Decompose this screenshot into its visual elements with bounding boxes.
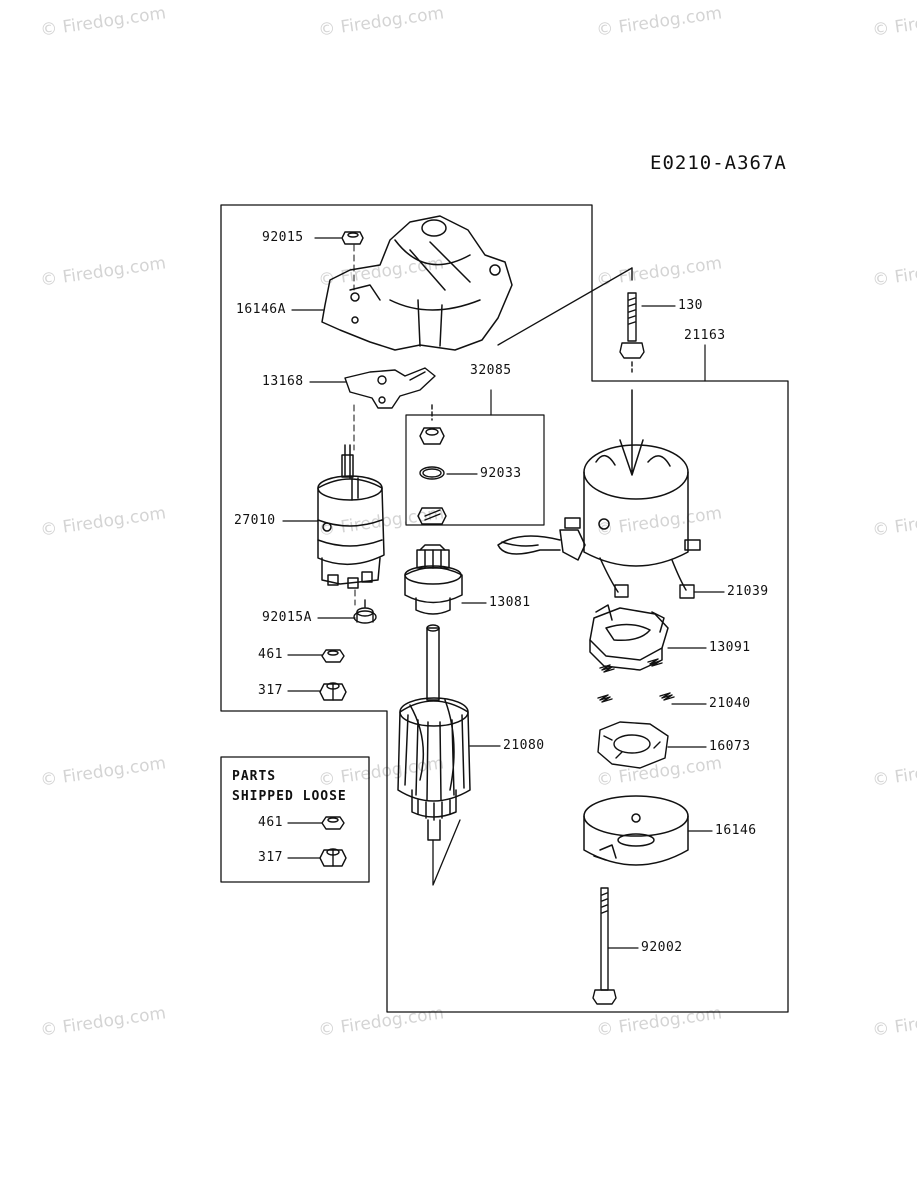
front-housing [321, 215, 513, 351]
part-label-92002: 92002 [641, 940, 683, 955]
part-label-21040: 21040 [709, 696, 751, 711]
spring-21040 [597, 658, 675, 703]
loose-parts-title-line1: PARTS [232, 769, 277, 784]
pinion-13081 [404, 544, 463, 615]
part-label-16146A: 16146A [236, 302, 286, 317]
diagram-code: E0210-A367A [650, 152, 787, 174]
loose-label-461: 461 [258, 815, 283, 830]
part-label-461: 461 [258, 647, 283, 662]
loose-label-317: 317 [258, 850, 283, 865]
kit-parts-32085 [417, 404, 447, 525]
bolt-92002 [592, 887, 617, 1005]
loose-parts-box [220, 756, 370, 883]
part-label-13081: 13081 [489, 595, 531, 610]
part-label-16073: 16073 [709, 739, 751, 754]
bolt-130 [619, 292, 645, 359]
plate-16073 [597, 721, 669, 769]
part-label-92015: 92015 [262, 230, 304, 245]
part-label-13091: 13091 [709, 640, 751, 655]
part-label-16146: 16146 [715, 823, 757, 838]
part-label-27010: 27010 [234, 513, 276, 528]
nut-461 [321, 649, 345, 663]
nut-92015A [353, 599, 377, 624]
yoke-21163 [497, 389, 701, 593]
part-label-21039: 21039 [727, 584, 769, 599]
part-label-317: 317 [258, 683, 283, 698]
part-label-21163: 21163 [684, 328, 726, 343]
nut-92015 [341, 231, 364, 245]
armature-21080 [397, 624, 471, 841]
loose-parts-title-line2: SHIPPED LOOSE [232, 789, 347, 804]
brush-21039 [614, 584, 695, 599]
part-label-92015A: 92015A [262, 610, 312, 625]
part-label-130: 130 [678, 298, 703, 313]
lever-13168 [344, 367, 436, 409]
nut-317 [319, 682, 347, 701]
loose-nut-461 [321, 816, 345, 830]
part-label-21080: 21080 [503, 738, 545, 753]
magnetic-switch-27010 [317, 444, 385, 589]
part-label-92033: 92033 [480, 466, 522, 481]
loose-parts-title: PARTS SHIPPED LOOSE [232, 767, 347, 807]
brush-holder-13091 [589, 604, 669, 671]
rear-cover-16146 [583, 795, 689, 866]
part-label-13168: 13168 [262, 374, 304, 389]
part-label-32085: 32085 [470, 363, 512, 378]
loose-nut-317 [319, 848, 347, 867]
kit-bracket [405, 414, 545, 526]
assembly-boundary [220, 204, 789, 1013]
